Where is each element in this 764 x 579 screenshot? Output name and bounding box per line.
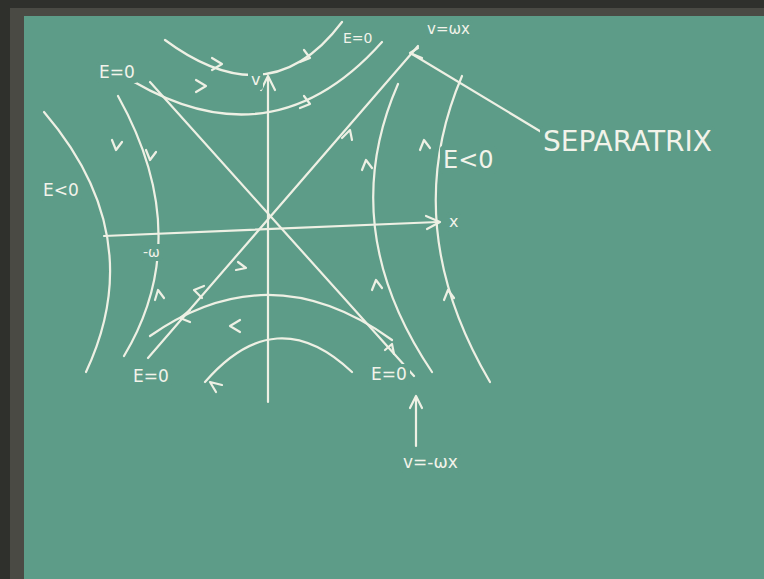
axis-label: v [248,70,263,90]
energy-label: E=0 [96,62,138,83]
energy-label: E<0 [40,180,82,201]
energy-label: E=0 [368,364,410,385]
line-equation: v=-ωx [400,452,461,473]
energy-label: E<0 [440,146,497,174]
axis-label: x [446,212,461,232]
line-equation: v=ωx [424,20,473,39]
energy-label: E=0 [340,30,375,47]
energy-label: E=0 [130,366,172,387]
axis-tick-label: -ω [140,244,163,261]
separatrix-label: SEPARATRIX [540,126,715,159]
